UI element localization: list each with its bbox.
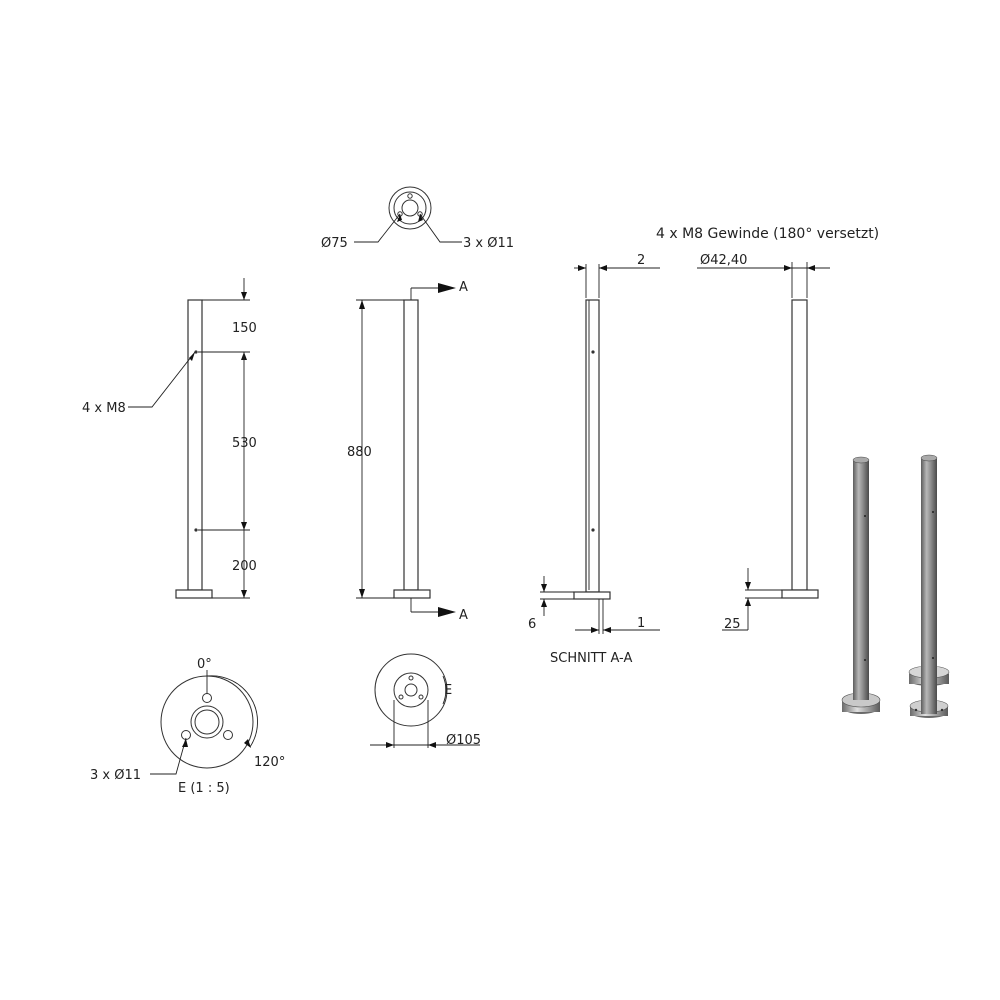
dim-880-label: 880 <box>347 445 372 460</box>
top-view-holes-label: 3 x Ø11 <box>463 236 514 251</box>
angle-0-label: 0° <box>197 657 212 672</box>
top-view-flange: Ø75 3 x Ø11 <box>321 186 514 251</box>
detail-e-view: 0° 120° 3 x Ø11 E (1 : 5) <box>90 657 285 796</box>
dim-200-label: 200 <box>232 559 257 574</box>
dim-6-label: 6 <box>528 617 536 632</box>
section-mark-bottom: A <box>459 608 468 623</box>
angle-120-label: 120° <box>254 755 285 770</box>
dim-dia-4240-label: Ø42,40 <box>700 253 747 268</box>
dim-530-label: 530 <box>232 436 257 451</box>
dim-1-label: 1 <box>637 616 645 631</box>
dim-150-label: 150 <box>232 321 257 336</box>
thread-left-label: 4 x M8 <box>82 401 126 416</box>
section-a-a: 2 6 1 SCHNITT A-A <box>528 253 660 666</box>
side-view-left: 150 530 200 4 x M8 <box>82 278 257 599</box>
side-view-right: Ø42,40 4 x M8 Gewinde (180° versetzt) 25 <box>656 226 879 632</box>
bottom-view-flange: E Ø105 <box>370 653 481 748</box>
front-view-880: 880 A A <box>347 280 468 623</box>
section-title: SCHNITT A-A <box>550 651 632 666</box>
thread-note-top: 4 x M8 Gewinde (180° versetzt) <box>656 226 879 242</box>
detail-title: E (1 : 5) <box>178 781 230 796</box>
detail-mark-e: E <box>444 683 452 698</box>
dim-25-label: 25 <box>724 617 741 632</box>
render-post-exploded <box>908 454 950 718</box>
detail-holes-label: 3 x Ø11 <box>90 768 141 783</box>
section-mark-top: A <box>459 280 468 295</box>
dim-dia-105-label: Ø105 <box>446 733 481 748</box>
dim-2-label: 2 <box>637 253 645 268</box>
top-view-dia-label: Ø75 <box>321 236 348 251</box>
render-post-solid <box>841 456 881 714</box>
